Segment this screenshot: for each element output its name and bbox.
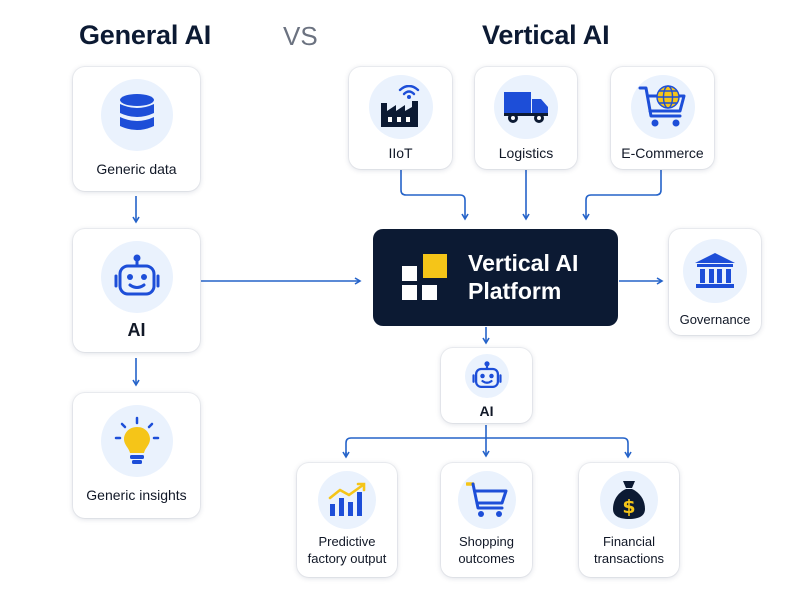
vertical-ai-platform-box: Vertical AI Platform: [373, 229, 618, 326]
svg-text:$: $: [622, 496, 635, 518]
financial-transactions-label: Financial transactions: [579, 533, 679, 567]
financial-transactions-line2: transactions: [593, 551, 665, 566]
governance-label: Governance: [679, 312, 751, 327]
vs-label: VS: [283, 21, 318, 51]
generic-insights-card: Generic insights: [73, 393, 200, 518]
shopping-outcomes-line2: outcomes: [458, 551, 515, 566]
factory-wifi-icon: [368, 75, 433, 139]
platform-title-line2: Platform: [468, 278, 562, 304]
general-ai-card: AI: [73, 229, 200, 352]
platform-title-line1: Vertical AI: [468, 250, 579, 276]
ecommerce-card: E-Commerce: [611, 67, 714, 169]
shopping-cart-icon: [457, 471, 516, 529]
government-building-icon: [683, 239, 747, 303]
bar-chart-icon: [318, 471, 376, 529]
arrow-iiot-to-platform: [400, 170, 469, 221]
shopping-cart-globe-icon: [630, 75, 695, 139]
platform-squares-icon: [402, 254, 447, 300]
vertical-ai-heading: Vertical AI: [482, 20, 610, 50]
general-ai-heading: General AI: [79, 20, 212, 50]
vertical-ai-label: AI: [479, 403, 494, 419]
money-bag-icon: $: [600, 471, 658, 529]
iiot-label: IIoT: [388, 145, 413, 161]
predictive-output-label: Predictive factory output: [297, 533, 397, 567]
generic-data-label: Generic data: [96, 161, 177, 177]
predictive-output-line1: Predictive: [318, 534, 376, 549]
shopping-outcomes-card: Shopping outcomes: [441, 463, 532, 577]
branch-line: [345, 437, 629, 456]
logistics-label: Logistics: [498, 145, 554, 161]
general-ai-label: AI: [127, 320, 146, 340]
robot-icon: [100, 241, 173, 313]
predictive-output-line2: factory output: [307, 551, 387, 566]
shopping-outcomes-line1: Shopping: [459, 534, 514, 549]
arrow-ecommerce-to-platform: [582, 170, 662, 221]
governance-card: Governance: [669, 229, 761, 335]
financial-transactions-card: $ Financial transactions: [579, 463, 679, 577]
lightbulb-icon: [100, 405, 173, 477]
database-icon: [100, 79, 173, 151]
generic-insights-label: Generic insights: [86, 487, 187, 503]
platform-title: Vertical AI Platform: [468, 249, 608, 305]
robot-icon: [464, 354, 509, 398]
generic-data-card: Generic data: [73, 67, 200, 191]
shopping-outcomes-label: Shopping outcomes: [441, 533, 532, 567]
financial-transactions-line1: Financial: [602, 534, 656, 549]
logistics-card: Logistics: [475, 67, 577, 169]
truck-icon: [494, 75, 558, 139]
vertical-ai-card: AI: [441, 348, 532, 423]
iiot-card: IIoT: [349, 67, 452, 169]
ecommerce-label: E-Commerce: [621, 145, 704, 161]
predictive-output-card: Predictive factory output: [297, 463, 397, 577]
